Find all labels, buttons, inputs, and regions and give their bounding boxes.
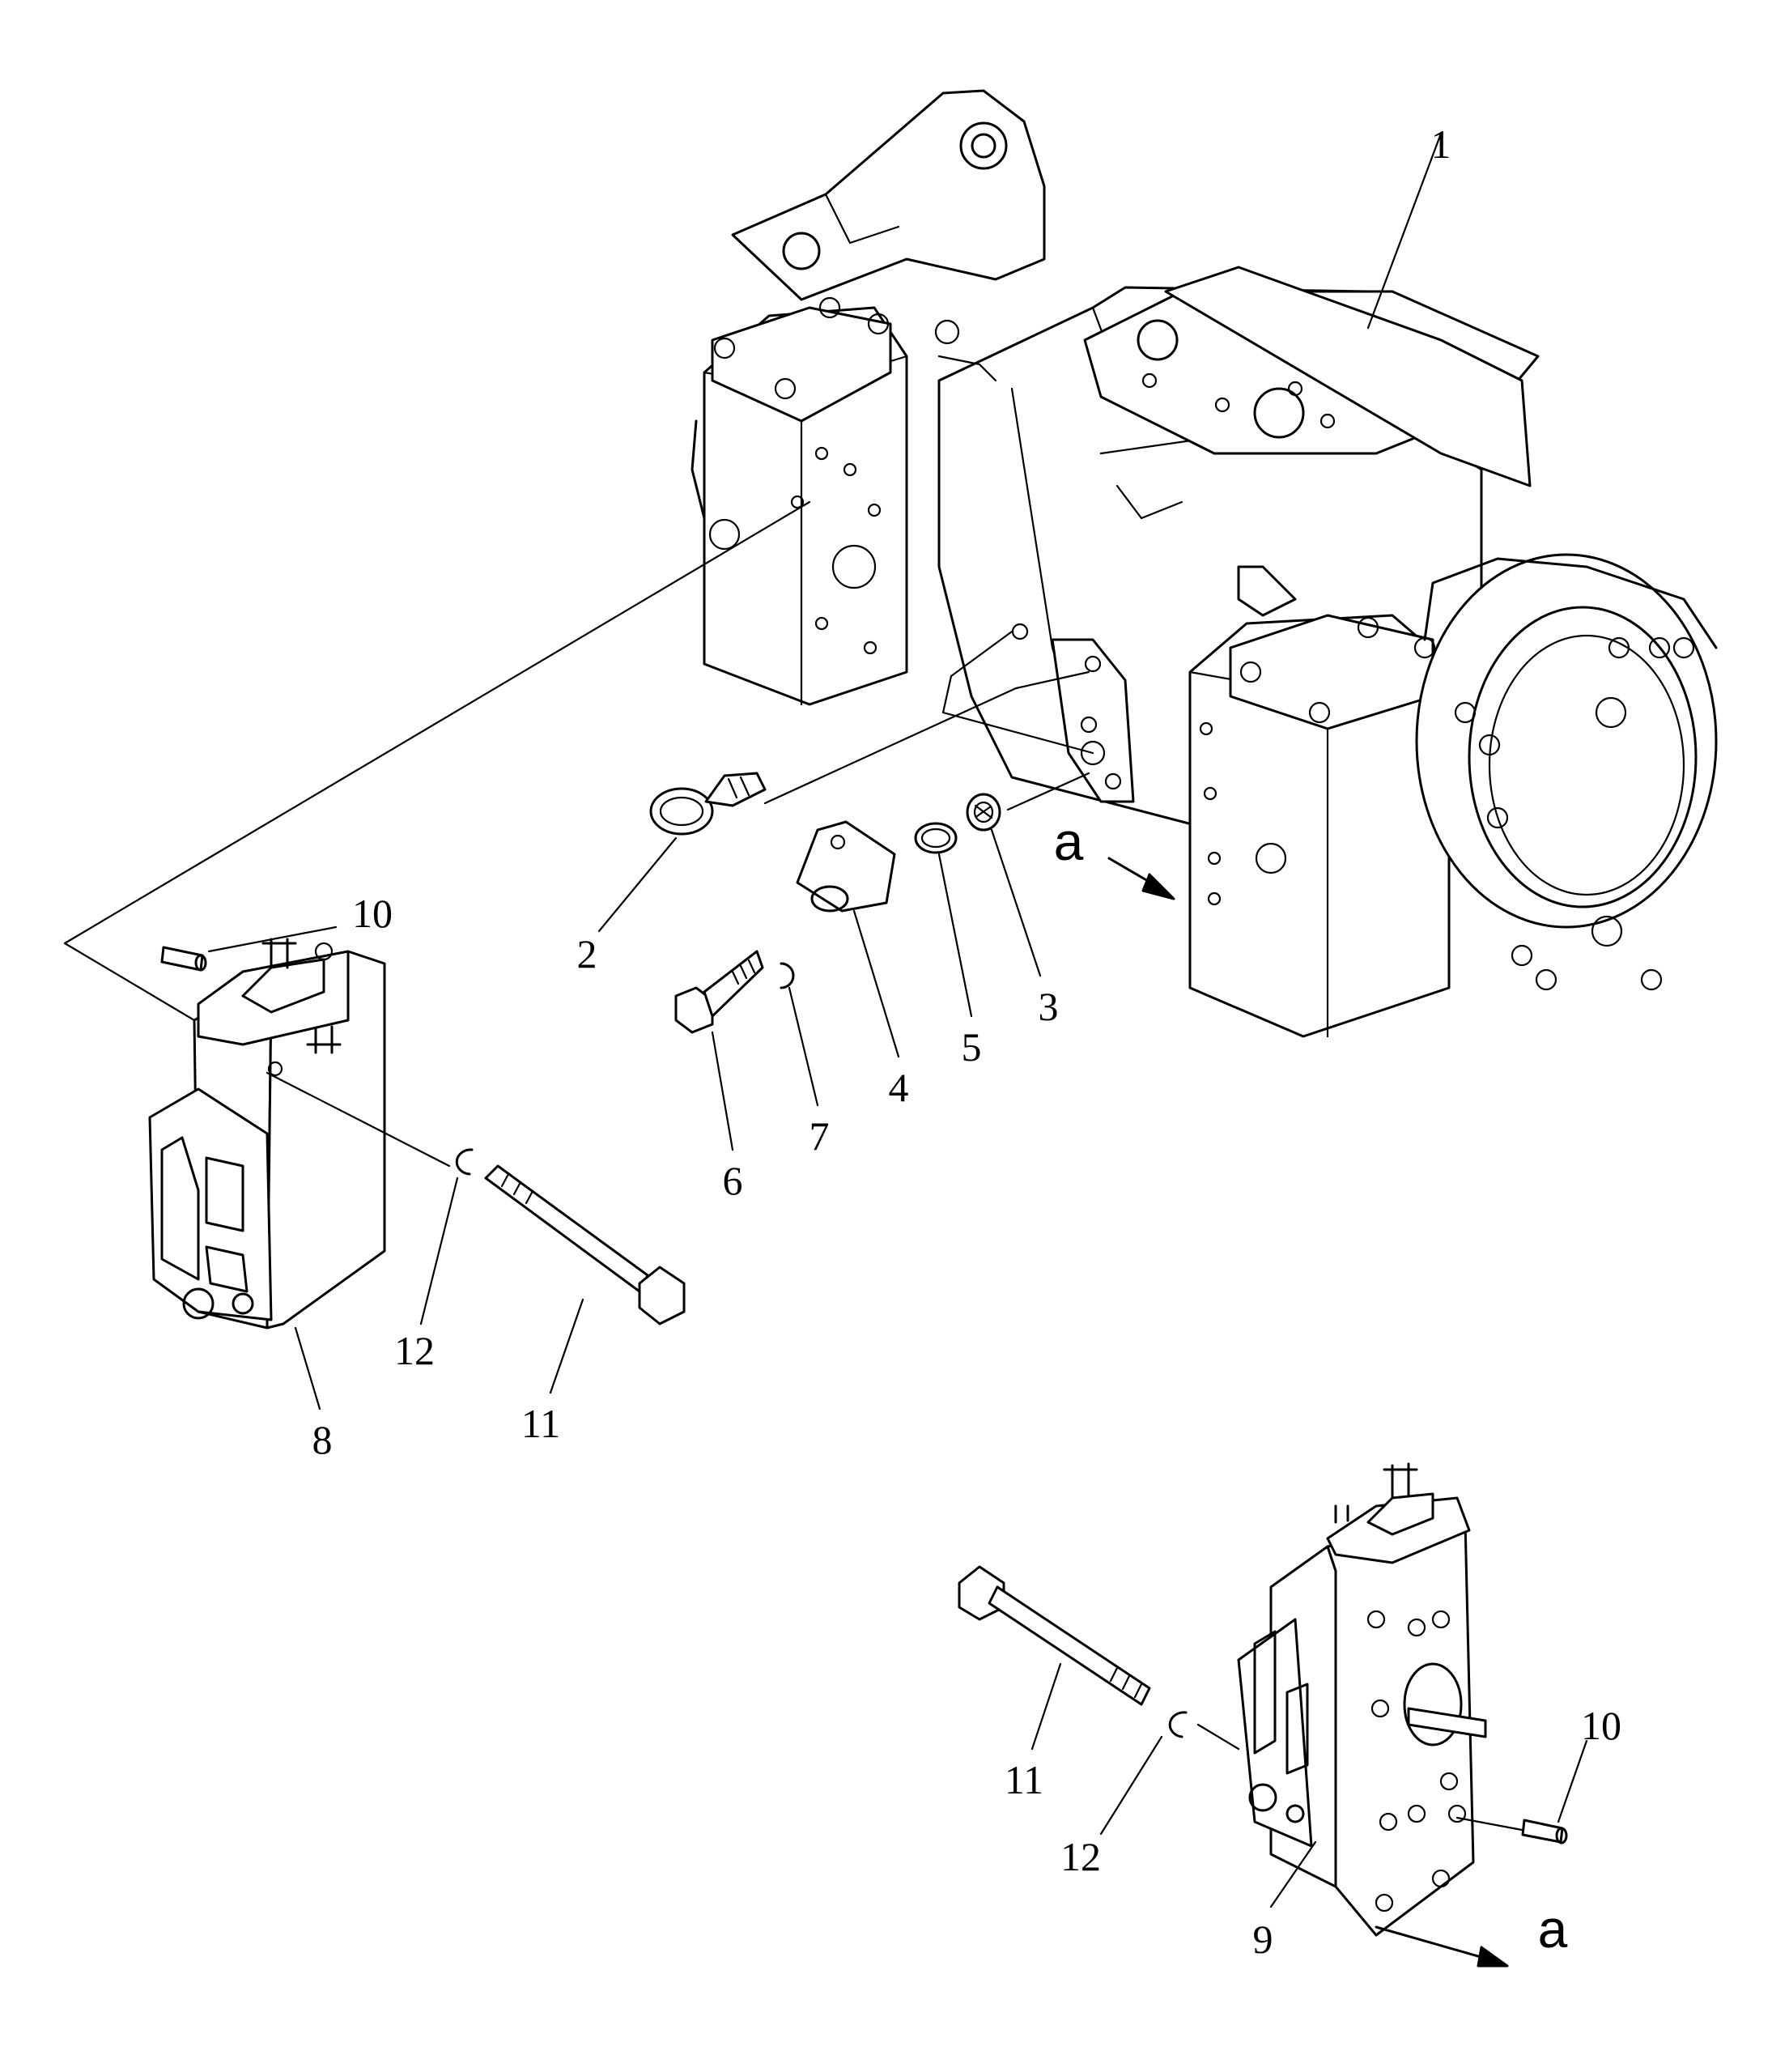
valve-block-drawing (148, 938, 386, 1330)
callout-2: 2 (577, 931, 597, 976)
pin (160, 946, 207, 972)
callout-12-right: 12 (1060, 1834, 1101, 1879)
callout-12-left: 12 (394, 1328, 435, 1373)
callout-10-top: 10 (352, 891, 393, 936)
washer (780, 962, 795, 989)
washer (1168, 1711, 1188, 1738)
callout-11-left: 11 (521, 1401, 560, 1446)
callout-8: 8 (312, 1417, 333, 1462)
leader-lines (63, 132, 1588, 1968)
long-bolt (484, 1164, 686, 1325)
callout-11-right: 11 (1005, 1757, 1043, 1802)
valve-block-drawing (1237, 1462, 1487, 1937)
callout-9: 9 (1253, 1917, 1273, 1962)
callout-labels: 1 2 3 4 5 6 7 8 9 10 10 11 11 12 12 a a (312, 121, 1622, 1962)
flange (796, 820, 896, 913)
callout-7: 7 (810, 1113, 830, 1159)
pin (1521, 1819, 1568, 1844)
view-marker-a-top: a (1054, 811, 1084, 871)
callout-3: 3 (1039, 984, 1059, 1029)
washer (455, 1148, 474, 1176)
long-bolt (958, 1565, 1151, 1706)
callout-4: 4 (889, 1065, 909, 1110)
callout-5: 5 (962, 1024, 982, 1070)
callout-1: 1 (1431, 121, 1451, 167)
view-marker-a-bottom: a (1538, 1899, 1568, 1959)
bolt (674, 950, 764, 1034)
o-ring (914, 822, 958, 854)
pump-assembly-drawing (691, 89, 1718, 1038)
eye-bolt (649, 772, 767, 836)
plug (966, 793, 1001, 832)
callout-10-bottom: 10 (1581, 1703, 1621, 1748)
callout-6: 6 (723, 1158, 743, 1203)
